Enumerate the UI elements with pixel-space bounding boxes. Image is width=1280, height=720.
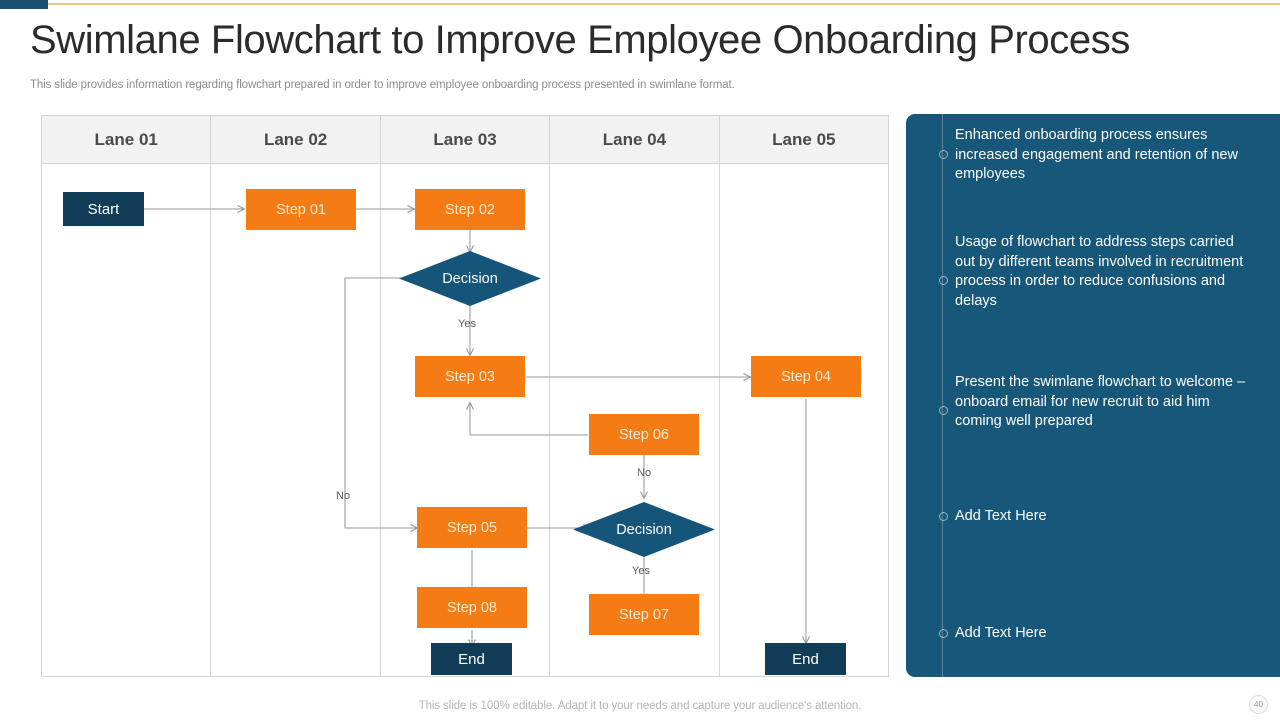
node-end-2[interactable]: End	[765, 643, 846, 675]
node-step06[interactable]: Step 06	[589, 414, 699, 455]
node-step07[interactable]: Step 07	[589, 594, 699, 635]
swimlane-table: Lane 01 Lane 02 Lane 03 Lane 04 Lane 05	[41, 115, 889, 677]
edge-label-yes-1: Yes	[458, 318, 476, 330]
page-subtitle: This slide provides information regardin…	[30, 79, 735, 91]
lane-header-01: Lane 01	[42, 116, 212, 163]
node-start[interactable]: Start	[63, 192, 144, 226]
edge-label-no-2: No	[637, 467, 652, 479]
panel-item-2: Usage of flowchart to address steps carr…	[955, 234, 1244, 309]
node-decision-2[interactable]: Decision	[573, 502, 715, 557]
panel-item-3: Present the swimlane flowchart to welcom…	[955, 374, 1246, 429]
lane-header-05: Lane 05	[772, 129, 836, 149]
lane-column-02	[211, 164, 381, 677]
insights-panel: Enhanced onboarding process ensures incr…	[906, 114, 1280, 677]
lane-header-02: Lane 02	[211, 116, 381, 163]
panel-bullet-marker-4	[938, 512, 948, 521]
lane-column-01	[42, 164, 212, 677]
edge-label-yes-2: Yes	[632, 565, 650, 577]
node-decision-2-label: Decision	[616, 521, 672, 538]
node-decision-1[interactable]: Decision	[399, 251, 541, 306]
swimlane-header-row: Lane 01 Lane 02 Lane 03 Lane 04 Lane 05	[42, 116, 888, 164]
page-number-badge: 40	[1249, 695, 1268, 714]
panel-bullet-marker-2	[938, 276, 948, 285]
lane-header-03: Lane 03	[381, 116, 551, 163]
panel-bullet-marker-3	[938, 406, 948, 415]
panel-timeline-line	[942, 114, 943, 677]
lane-header-04: Lane 04	[550, 116, 720, 163]
panel-bullet-marker-5	[938, 629, 948, 638]
node-step04[interactable]: Step 04	[751, 356, 861, 397]
panel-bullet-marker-1	[938, 150, 948, 159]
node-step08[interactable]: Step 08	[417, 587, 527, 628]
lane-column-05	[720, 164, 888, 677]
edge-label-no-1: No	[336, 490, 351, 502]
footer-note: This slide is 100% editable. Adapt it to…	[418, 700, 862, 712]
top-accent-dark-bar	[0, 0, 48, 9]
panel-item-5: Add Text Here	[955, 625, 1047, 641]
node-step02[interactable]: Step 02	[415, 189, 525, 230]
top-accent-gold-line	[48, 3, 1280, 5]
node-end-1[interactable]: End	[431, 643, 512, 675]
lane-column-04	[550, 164, 720, 677]
page-title: Swimlane Flowchart to Improve Employee O…	[30, 18, 1130, 62]
node-step05[interactable]: Step 05	[417, 507, 527, 548]
panel-item-4: Add Text Here	[955, 508, 1047, 524]
node-step01[interactable]: Step 01	[246, 189, 356, 230]
node-step03[interactable]: Step 03	[415, 356, 525, 397]
panel-item-1: Enhanced onboarding process ensures incr…	[955, 127, 1238, 182]
node-decision-1-label: Decision	[442, 270, 498, 287]
